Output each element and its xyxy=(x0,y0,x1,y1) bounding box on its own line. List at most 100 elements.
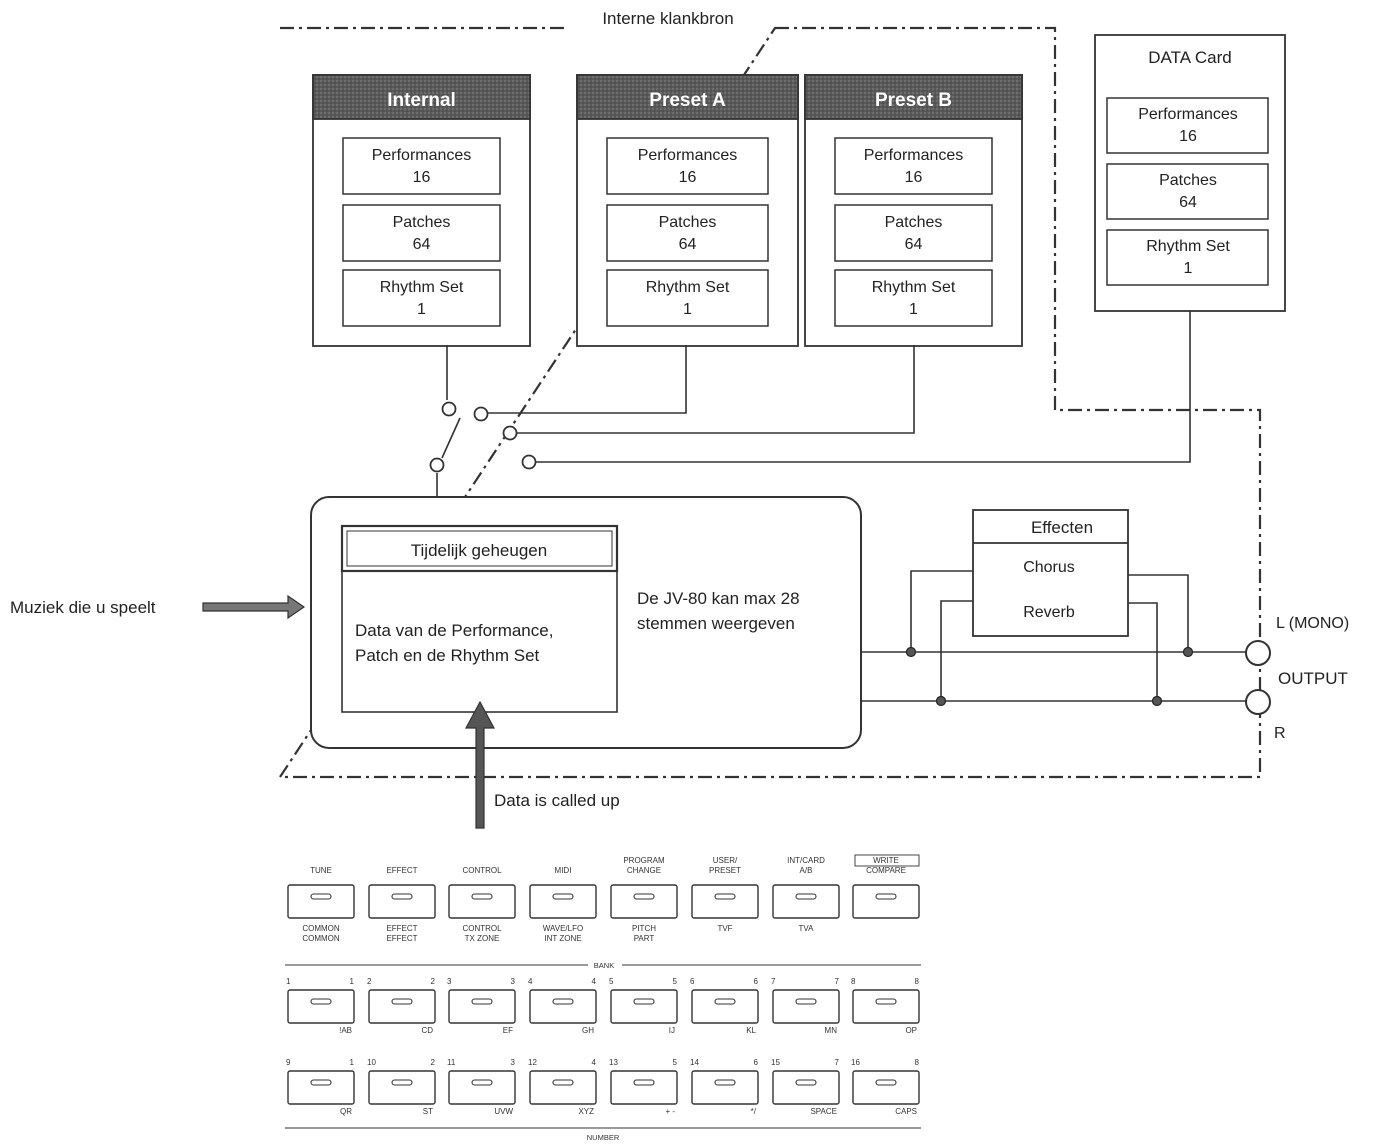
bank-item-name: Rhythm Set xyxy=(380,279,464,296)
bank-item-count: 64 xyxy=(679,236,697,253)
button-bottom-label: TVF xyxy=(717,924,732,933)
input-arrow: Muziek die u speelt xyxy=(10,594,306,620)
bank-number-label: 1 xyxy=(286,977,291,986)
bank-item-count: 16 xyxy=(413,169,431,186)
bank-item-count: 1 xyxy=(909,301,918,318)
panel-button-7[interactable] xyxy=(772,884,840,919)
bank-number-label: 7 xyxy=(771,977,776,986)
number-label: 4 xyxy=(592,977,597,986)
row2-button-8[interactable] xyxy=(852,989,920,1024)
number-label: 7 xyxy=(835,977,840,986)
front-panel: BANK NUMBER TUNECOMMONCOMMONEFFECTEFFECT… xyxy=(285,854,921,1142)
led-indicator xyxy=(795,893,817,900)
number-label: 4 xyxy=(592,1058,597,1067)
row3-button-1[interactable] xyxy=(287,1070,355,1105)
output-right-label: R xyxy=(1274,725,1286,742)
button-bottom-label: INT ZONE xyxy=(544,934,581,943)
bank-number-label: 8 xyxy=(851,977,856,986)
bank-item-box xyxy=(342,204,501,262)
row2-button-7[interactable] xyxy=(772,989,840,1024)
button-top-label: WRITE xyxy=(873,856,899,865)
row2-button-4[interactable] xyxy=(529,989,597,1024)
temp-memory-line2: Patch en de Rhythm Set xyxy=(355,646,540,665)
bank-item-box xyxy=(342,137,501,195)
row3-button-4[interactable] xyxy=(529,1070,597,1105)
panel-button-2[interactable] xyxy=(368,884,436,919)
called-up-label: Data is called up xyxy=(494,791,620,810)
led-indicator xyxy=(310,998,332,1005)
row2-button-2[interactable] xyxy=(368,989,436,1024)
panel-button-1[interactable] xyxy=(287,884,355,919)
button-top-label: PROGRAM xyxy=(623,856,665,865)
bank-item-name: Rhythm Set xyxy=(646,279,730,296)
card-title: DATA Card xyxy=(1148,48,1231,67)
switch-contact-preset-b xyxy=(502,425,518,441)
number-label: 5 xyxy=(673,977,678,986)
row3-button-2[interactable] xyxy=(368,1070,436,1105)
row3-button-7[interactable] xyxy=(772,1070,840,1105)
bank-header: Internal xyxy=(387,90,456,111)
led-indicator xyxy=(391,893,413,900)
button-top-label: MIDI xyxy=(555,866,572,875)
output-jacks: L (MONO) OUTPUT R xyxy=(1245,615,1349,742)
temp-memory-title: Tijdelijk geheugen xyxy=(411,541,547,560)
bank-number-label: 2 xyxy=(367,977,372,986)
number-label: 6 xyxy=(754,977,759,986)
panel-button-5[interactable] xyxy=(610,884,678,919)
switch-contact-preset-a xyxy=(473,406,489,422)
card-item-name: Patches xyxy=(1159,172,1217,189)
row2-button-5[interactable] xyxy=(610,989,678,1024)
bank-item-name: Patches xyxy=(885,214,943,231)
bank-item-count: 16 xyxy=(679,169,697,186)
bank-item-name: Performances xyxy=(372,147,472,164)
card-item-count: 1 xyxy=(1184,260,1193,277)
button-top-label: COMPARE xyxy=(866,866,906,875)
bank-item-name: Rhythm Set xyxy=(872,279,956,296)
char-label: IJ xyxy=(669,1026,675,1035)
char-label: GH xyxy=(582,1026,594,1035)
junction-dots xyxy=(905,646,1194,707)
panel-button-3[interactable] xyxy=(448,884,516,919)
row2-button-1[interactable] xyxy=(287,989,355,1024)
bank-number-label: 14 xyxy=(690,1058,699,1067)
input-label: Muziek die u speelt xyxy=(10,598,156,617)
output-jack-right xyxy=(1245,689,1271,715)
led-indicator xyxy=(795,998,817,1005)
led-indicator xyxy=(795,1079,817,1086)
button-top-label: EFFECT xyxy=(386,866,417,875)
effect-reverb: Reverb xyxy=(1023,604,1075,621)
row3-button-6[interactable] xyxy=(691,1070,759,1105)
bank-number-label: 6 xyxy=(690,977,695,986)
led-indicator xyxy=(633,1079,655,1086)
row3-button-3[interactable] xyxy=(448,1070,516,1105)
bank-item-count: 1 xyxy=(683,301,692,318)
row3-button-5[interactable] xyxy=(610,1070,678,1105)
button-bottom-label: EFFECT xyxy=(386,934,417,943)
led-indicator xyxy=(875,893,897,900)
bank-number-label: 11 xyxy=(447,1058,456,1067)
bank-header: Preset A xyxy=(649,90,726,111)
row3-button-8[interactable] xyxy=(852,1070,920,1105)
panel-button-6[interactable] xyxy=(691,884,759,919)
effects-title: Effecten xyxy=(1031,518,1093,537)
char-label: CD xyxy=(421,1026,433,1035)
button-bottom-label: EFFECT xyxy=(386,924,417,933)
called-up-arrow: Data is called up xyxy=(464,700,620,829)
bank-number-label: 12 xyxy=(528,1058,537,1067)
output-wiring xyxy=(861,570,1247,702)
button-bottom-label: COMMON xyxy=(302,934,340,943)
char-label: OP xyxy=(905,1026,917,1035)
led-indicator xyxy=(471,893,493,900)
row2-button-6[interactable] xyxy=(691,989,759,1024)
led-indicator xyxy=(875,1079,897,1086)
button-top-label: TUNE xyxy=(310,866,332,875)
button-bottom-label: PITCH xyxy=(632,924,656,933)
char-label: !AB xyxy=(339,1026,352,1035)
bank-item-name: Performances xyxy=(864,147,964,164)
row2-button-3[interactable] xyxy=(448,989,516,1024)
number-label: 2 xyxy=(431,977,436,986)
panel-button-8[interactable] xyxy=(852,884,920,919)
output-label: OUTPUT xyxy=(1278,669,1348,688)
panel-button-4[interactable] xyxy=(529,884,597,919)
